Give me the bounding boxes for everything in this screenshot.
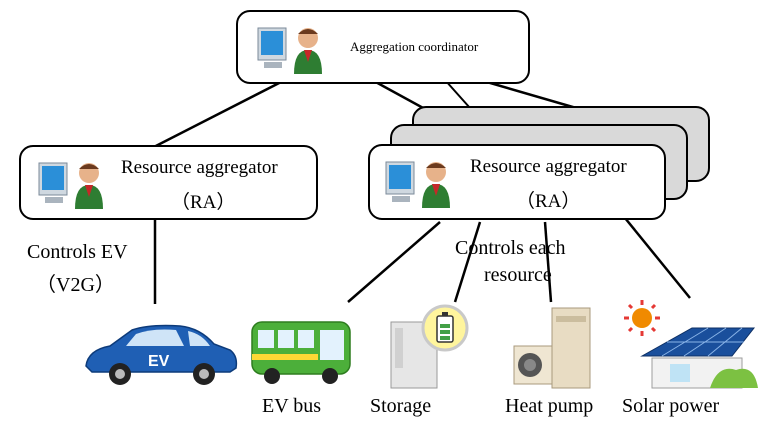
controls-ev-label: Controls EV (27, 241, 128, 263)
controls-each-label: Controls each (455, 237, 566, 259)
heat-pump-icon (513, 307, 591, 389)
line-ra-to-bus (347, 221, 441, 303)
line-ra-to-heatpump (543, 221, 553, 303)
ra-right-line2: （RA） (516, 191, 581, 212)
storage-battery-icon (390, 304, 469, 389)
resource-label: resource (484, 264, 552, 286)
storage-label: Storage (370, 395, 432, 417)
ev-car-text: EV (148, 353, 170, 370)
resource-aggregator-box-right: Resource aggregator （RA） (368, 144, 666, 220)
computer-operator-icon (257, 27, 322, 74)
line-coordinator-to-left-ra (147, 78, 286, 152)
ra-left-line1: Resource aggregator (121, 157, 278, 178)
computer-operator-icon (38, 162, 103, 209)
coordinator-label: Aggregation coordinator (350, 39, 479, 54)
ev-car-icon: EV (85, 324, 238, 385)
resource-aggregator-box-left: Resource aggregator （RA） (19, 145, 318, 220)
ra-left-line2: （RA） (171, 192, 236, 213)
solar-panel-icon (624, 300, 758, 389)
ra-right-line1: Resource aggregator (470, 156, 627, 177)
line-ra-to-storage (453, 221, 482, 303)
solar-power-label: Solar power (622, 395, 720, 417)
ev-bus-icon (251, 321, 351, 384)
line-ra-to-solar (624, 217, 691, 299)
ev-bus-label: EV bus (262, 395, 322, 417)
v2g-label: （V2G） (36, 274, 115, 296)
line-coordinator-to-stack (444, 79, 471, 109)
coordinator-box: Aggregation coordinator (236, 10, 530, 84)
heat-pump-label: Heat pump (505, 395, 594, 417)
computer-operator-icon (385, 161, 450, 208)
